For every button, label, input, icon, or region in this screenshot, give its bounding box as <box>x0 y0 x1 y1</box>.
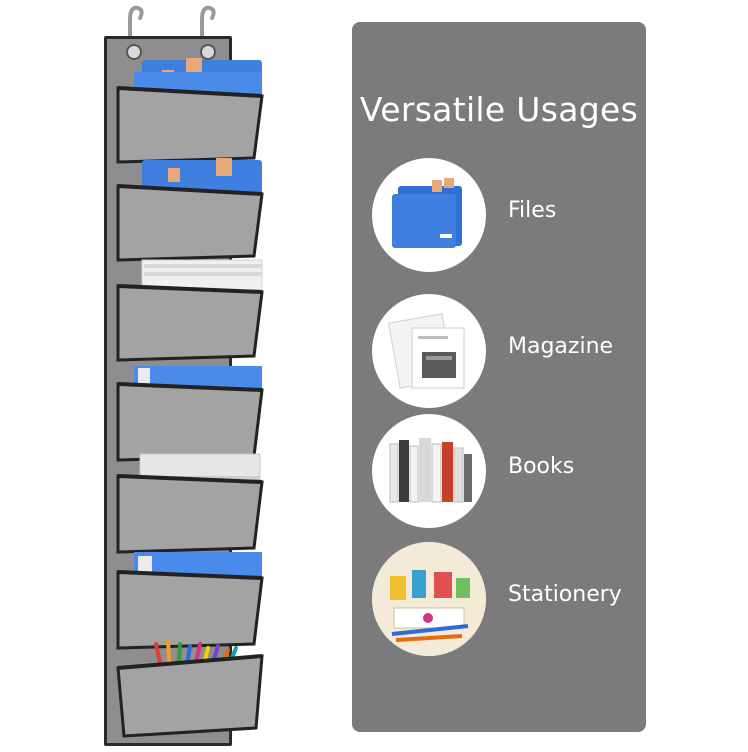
pocket-with-pencils <box>104 632 264 738</box>
usage-item-magazine: Magazine <box>372 294 642 410</box>
pocket-with-book <box>104 448 264 554</box>
grommet <box>126 44 142 60</box>
pocket-with-magazines <box>104 256 264 362</box>
door-hook-left <box>128 5 144 48</box>
usages-panel: Versatile Usages Files Magazine <box>352 22 646 732</box>
usage-label-magazine: Magazine <box>508 334 614 359</box>
usage-label-books: Books <box>508 454 575 479</box>
stationery-icon <box>372 542 486 656</box>
file-folder-icon <box>372 158 486 272</box>
hanging-file-organizer <box>90 0 280 748</box>
usage-label-stationery: Stationery <box>508 582 622 607</box>
usage-item-stationery: Stationery <box>372 542 642 658</box>
pocket-with-files <box>104 58 264 164</box>
usage-item-books: Books <box>372 414 642 530</box>
panel-title: Versatile Usages <box>359 90 639 129</box>
magazine-icon <box>372 294 486 408</box>
pocket-with-folders <box>104 356 264 462</box>
door-hook-right <box>200 5 216 48</box>
pocket-with-folders <box>104 544 264 650</box>
usage-label-files: Files <box>508 198 557 223</box>
books-icon <box>372 414 486 528</box>
grommet <box>200 44 216 60</box>
pocket-with-files <box>104 156 264 262</box>
usage-item-files: Files <box>372 158 642 274</box>
